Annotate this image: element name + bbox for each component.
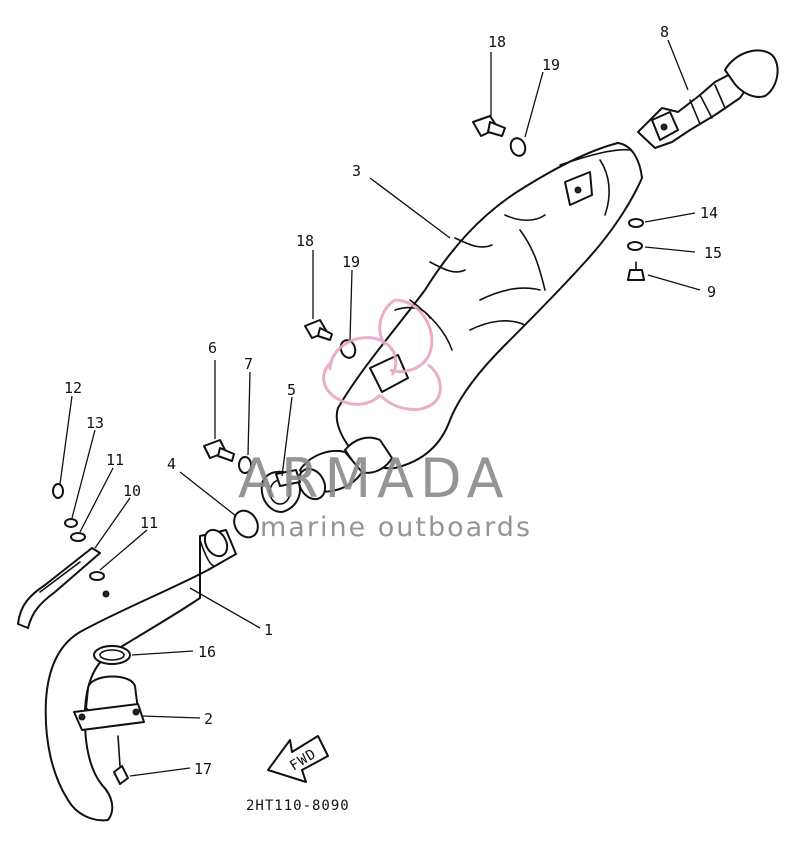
callout-2: 2 xyxy=(204,710,213,728)
callout-4: 4 xyxy=(167,455,176,473)
callout-10: 10 xyxy=(123,482,141,500)
callout-6: 6 xyxy=(208,339,217,357)
gasket-16 xyxy=(93,645,131,665)
callout-19a: 19 xyxy=(542,56,560,74)
callout-11a: 11 xyxy=(106,451,124,469)
callout-17: 17 xyxy=(194,760,212,778)
callout-5: 5 xyxy=(287,381,296,399)
callout-1: 1 xyxy=(264,621,273,639)
callout-15: 15 xyxy=(704,244,722,262)
fwd-arrow: FWD xyxy=(267,735,329,783)
gasket-4 xyxy=(233,509,259,539)
clamp-set xyxy=(203,439,301,539)
callout-14: 14 xyxy=(700,204,718,222)
callout-11b: 11 xyxy=(140,514,158,532)
callout-8: 8 xyxy=(660,23,669,41)
nut-13 xyxy=(64,518,78,528)
tail-fasteners xyxy=(627,218,645,281)
callout-7: 7 xyxy=(244,355,253,373)
callout-19b: 19 xyxy=(342,253,360,271)
flange-set xyxy=(73,645,145,785)
washer-7 xyxy=(238,456,252,474)
washer-15 xyxy=(627,241,643,251)
callout-16: 16 xyxy=(198,643,216,661)
tail-pipe xyxy=(637,49,779,149)
callout-9: 9 xyxy=(707,283,716,301)
leader-lines xyxy=(59,39,701,777)
callout-18a: 18 xyxy=(488,33,506,51)
upper-bolt-set xyxy=(472,115,527,157)
middle-bolt-set xyxy=(304,319,357,359)
watermark: ARMADA marine outboards xyxy=(238,298,532,543)
heat-shield-bracket xyxy=(17,483,105,629)
nut-14 xyxy=(628,218,644,228)
bolt-9 xyxy=(627,269,645,281)
callout-3: 3 xyxy=(352,162,361,180)
watermark-subtitle: marine outboards xyxy=(260,512,532,543)
washer-11a xyxy=(70,532,86,542)
armada-logo-icon xyxy=(322,298,442,411)
callout-13: 13 xyxy=(86,414,104,432)
watermark-title: ARMADA xyxy=(238,447,510,510)
callout-numbers: 18 19 8 3 14 15 9 18 19 6 7 5 4 12 13 11… xyxy=(64,23,722,778)
washer-11b xyxy=(89,571,105,581)
bolt-17 xyxy=(113,765,129,785)
silencer-assembly xyxy=(297,142,643,501)
drawing-code: 2HT110-8090 xyxy=(246,798,350,814)
callout-18b: 18 xyxy=(296,232,314,250)
screw-12 xyxy=(52,483,64,499)
callout-12: 12 xyxy=(64,379,82,397)
